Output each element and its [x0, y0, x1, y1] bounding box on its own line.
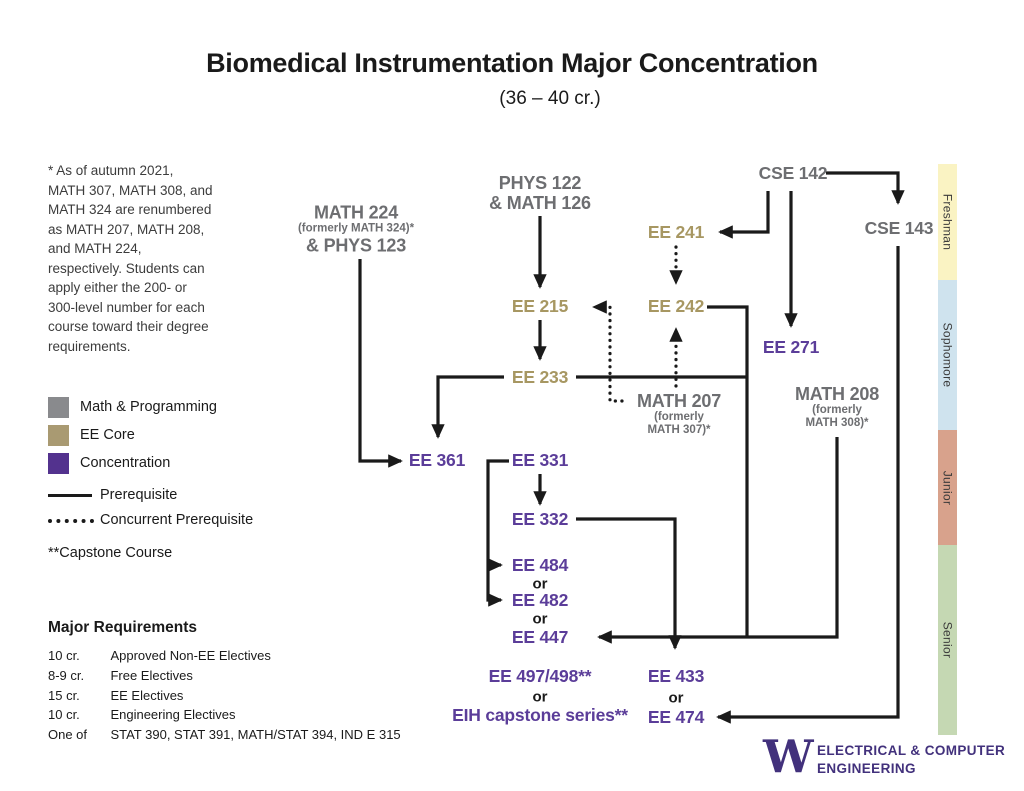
legend-label-ee-core: EE Core	[80, 427, 135, 443]
requirement-label: Approved Non-EE Electives	[110, 648, 271, 663]
requirement-credits: One of	[48, 727, 88, 742]
node-math207: MATH 207 (formerly MATH 307)*	[637, 391, 721, 437]
node-ee361: EE 361	[408, 450, 466, 471]
node-ee331: EE 331	[511, 450, 569, 471]
edge-math208-to-ee447	[597, 437, 839, 644]
node-ee447: EE 447	[511, 627, 569, 648]
or-label: or	[532, 575, 548, 593]
edge-cse143-to-ee474	[716, 246, 900, 724]
legend-label-concurrent-prerequisite: Concurrent Prerequisite	[100, 512, 254, 528]
edge-ee332-to-ee433	[576, 517, 682, 650]
uw-w-logo: W	[763, 730, 814, 783]
legend-swatch-ee-core	[48, 425, 69, 446]
node-ee332: EE 332	[511, 509, 569, 530]
node-ee241: EE 241	[647, 222, 705, 243]
node-ee271: EE 271	[762, 337, 820, 358]
logo-text-line2: ENGINEERING	[817, 761, 916, 776]
requirement-row: One of STAT 390, STAT 391, MATH/STAT 394…	[48, 726, 401, 744]
node-math208: MATH 208 (formerly MATH 308)*	[795, 384, 879, 430]
requirement-label: Engineering Electives	[110, 707, 236, 722]
year-bar-freshman: Freshman	[938, 164, 957, 280]
or-label: or	[532, 610, 548, 628]
requirement-row: 10 cr. Engineering Electives	[48, 706, 235, 724]
footnote-line: requirements.	[48, 338, 131, 354]
node-line: (formerly MATH 324)*	[297, 222, 415, 235]
node-line: MATH 208	[794, 384, 880, 405]
node-math224-phys123: MATH 224 (formerly MATH 324)* & PHYS 123	[298, 202, 414, 255]
requirement-label: STAT 390, STAT 391, MATH/STAT 394, IND E…	[110, 727, 401, 742]
footnote-line: MATH 324 are renumbered	[48, 202, 212, 217]
footnote-line: respectively. Students can	[48, 260, 205, 276]
capstone-note: **Capstone Course	[48, 545, 173, 561]
year-bar-junior: Junior	[938, 430, 957, 545]
requirement-credits: 10 cr.	[48, 707, 80, 722]
requirement-credits: 8-9 cr.	[48, 668, 85, 683]
node-line: (formerly	[812, 404, 862, 417]
year-label-senior: Senior	[940, 621, 955, 659]
node-line: MATH 207	[636, 391, 722, 412]
footnote-line: * As of autumn 2021,	[48, 163, 174, 178]
prerequisite-line-icon	[48, 494, 92, 497]
edge-ee242-to-junction	[707, 305, 749, 637]
or-label: or	[532, 688, 548, 706]
footnote-line: course toward their degree	[48, 319, 209, 334]
or-label: or	[668, 689, 684, 707]
node-line: MATH 224	[313, 202, 399, 223]
requirement-row: 10 cr. Approved Non-EE Electives	[48, 647, 271, 665]
node-ee242: EE 242	[647, 296, 705, 317]
edge-cse142-to-ee241	[718, 191, 770, 239]
edge-math207-to-ee215-concurrent	[592, 300, 624, 403]
node-line: & MATH 126	[489, 193, 591, 213]
requirement-credits: 10 cr.	[48, 648, 80, 663]
footnote-line: and MATH 224,	[48, 241, 142, 256]
renumbering-footnote: * As of autumn 2021, MATH 307, MATH 308,…	[48, 161, 213, 356]
year-label-junior: Junior	[940, 470, 955, 505]
node-line: & PHYS 123	[305, 235, 407, 256]
node-ee474: EE 474	[647, 707, 705, 728]
node-ee433: EE 433	[647, 666, 705, 687]
edge-ee331-to-ee482	[486, 459, 509, 607]
node-ee215: EE 215	[511, 296, 569, 317]
footnote-line: 300-level number for each	[48, 299, 205, 315]
major-requirements-heading: Major Requirements	[48, 619, 198, 636]
edge-ee233-to-ee361	[431, 375, 504, 439]
node-ee497-498: EE 497/498**	[488, 666, 592, 687]
page-subtitle: (36 – 40 cr.)	[499, 88, 601, 109]
node-ee484: EE 484	[511, 555, 569, 576]
legend-swatch-math-programming	[48, 397, 69, 418]
node-line: PHYS 122	[498, 172, 582, 193]
node-line: MATH 308)*	[805, 417, 869, 430]
requirement-row: 15 cr. EE Electives	[48, 687, 183, 705]
footnote-line: apply either the 200- or	[48, 280, 187, 295]
legend-label-math-programming: Math & Programming	[80, 399, 217, 415]
legend-label-concentration: Concentration	[80, 455, 171, 471]
node-ee233: EE 233	[511, 367, 569, 388]
concurrent-prerequisite-line-icon	[48, 519, 94, 523]
edge-cse142-to-cse143	[826, 171, 905, 205]
node-line: MATH 307)*	[647, 424, 711, 437]
node-eih-capstone: EIH capstone series**	[452, 705, 628, 726]
requirement-label: Free Electives	[110, 668, 193, 683]
edge-math224-to-ee361	[358, 259, 403, 468]
footnote-line: MATH 307, MATH 308, and	[48, 182, 213, 198]
footnote-line: as MATH 207, MATH 208,	[48, 221, 205, 237]
requirement-credits: 15 cr.	[48, 688, 80, 703]
year-bar-senior: Senior	[938, 545, 957, 735]
node-line: (formerly	[654, 411, 704, 424]
legend-swatch-concentration	[48, 453, 69, 474]
year-bar-sophomore: Sophomore	[938, 280, 957, 430]
node-ee482: EE 482	[511, 590, 569, 611]
year-label-freshman: Freshman	[940, 193, 955, 251]
legend-label-prerequisite: Prerequisite	[100, 487, 178, 503]
node-cse142: CSE 142	[758, 163, 828, 184]
node-phys122-math126: PHYS 122 & MATH 126	[489, 173, 591, 213]
node-cse143: CSE 143	[864, 218, 934, 239]
page-title: Biomedical Instrumentation Major Concent…	[206, 48, 818, 78]
year-label-sophomore: Sophomore	[940, 322, 955, 388]
requirement-row: 8-9 cr. Free Electives	[48, 667, 193, 685]
logo-text-line1: ELECTRICAL & COMPUTER	[817, 743, 1006, 758]
requirement-label: EE Electives	[110, 688, 184, 703]
